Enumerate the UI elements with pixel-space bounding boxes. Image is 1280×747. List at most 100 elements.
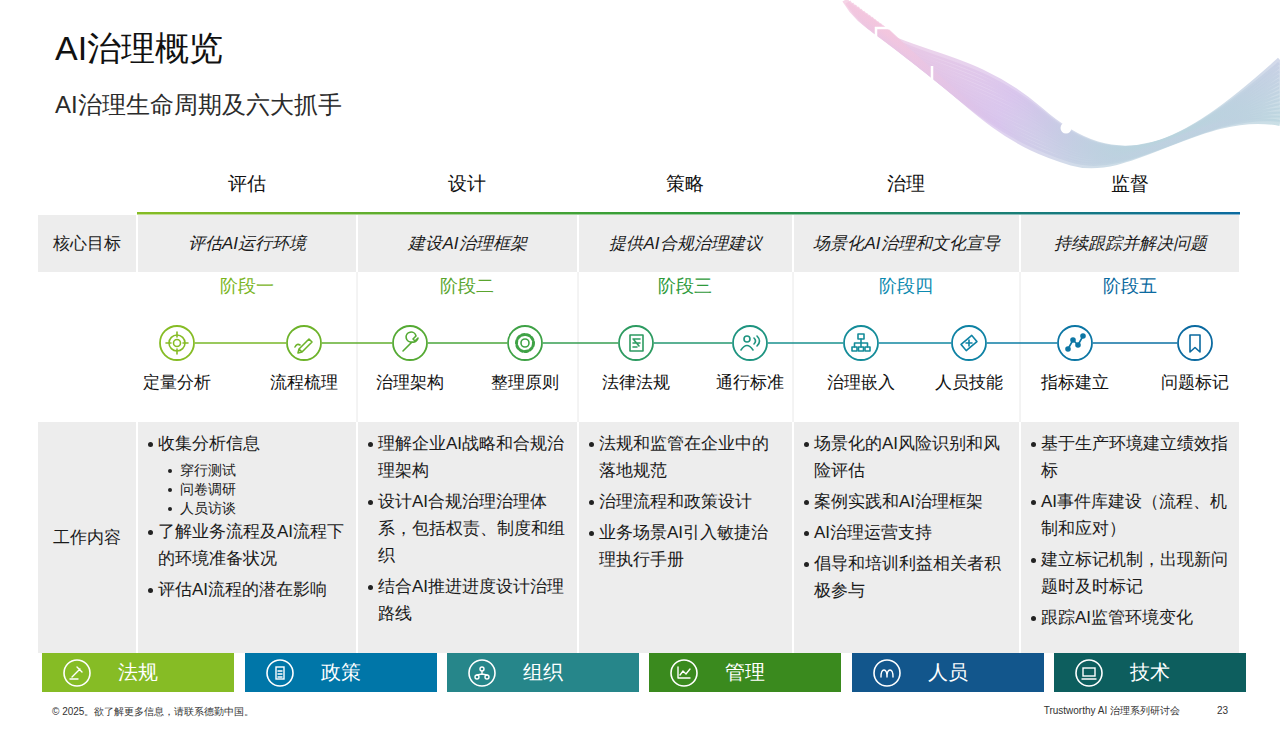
pillar-bar: 技术 xyxy=(1054,653,1246,692)
swirl-stroke xyxy=(873,21,1280,156)
bullet-dot xyxy=(804,500,809,505)
bullet-dot xyxy=(1031,616,1036,621)
row-header-cell: 核心目标 xyxy=(38,215,136,272)
bullet-row: 法规和监管在企业中的落地规范 xyxy=(589,430,784,484)
bullet-text: 基于生产环境建立绩效指标 xyxy=(1041,430,1231,484)
bullet-row: AI治理运营支持 xyxy=(804,519,1011,546)
bullet-row: 评估AI流程的潜在影响 xyxy=(148,576,348,603)
row-header: 核心目标 xyxy=(53,232,121,255)
bullet-text: AI事件库建设（流程、机制和应对） xyxy=(1041,488,1231,542)
icon-circle xyxy=(951,325,987,361)
milestone-circle: 法律法规 xyxy=(580,325,692,394)
icon-circle xyxy=(286,325,322,361)
milestone-label: 流程梳理 xyxy=(270,372,338,394)
swirl-stroke xyxy=(865,15,1280,153)
icon-circle xyxy=(732,325,768,361)
milestone-label: 整理原则 xyxy=(491,372,559,394)
work-content-cell: 基于生产环境建立绩效指标AI事件库建设（流程、机制和应对）建立标记机制，出现新问… xyxy=(1021,422,1239,653)
swirl-stroke xyxy=(884,29,1280,163)
bullet-text: 跟踪AI监管环境变化 xyxy=(1041,604,1193,631)
pillar-icon xyxy=(467,658,497,688)
work-content-cell: 法规和监管在企业中的落地规范治理流程和政策设计业务场景AI引入敏捷治理执行手册 xyxy=(579,422,792,653)
timeline-connector xyxy=(987,342,1057,344)
milestone-label: 定量分析 xyxy=(143,372,211,394)
timeline-connector xyxy=(1093,342,1177,344)
swirl-stroke xyxy=(862,13,1280,152)
milestone-circle: 治理架构 xyxy=(354,325,466,394)
bullet-row: 倡导和培训利益相关者积极参与 xyxy=(804,550,1011,604)
bullet-dot xyxy=(368,442,373,447)
pillar-name: 技术 xyxy=(1130,659,1170,686)
bullet-text: 建立标记机制，出现新问题时及时标记 xyxy=(1041,546,1231,600)
white-dot xyxy=(1156,71,1167,82)
row-header: 工作内容 xyxy=(53,526,121,549)
bullet-row: AI事件库建设（流程、机制和应对） xyxy=(1031,488,1231,542)
column-separator xyxy=(793,272,794,422)
column-separator xyxy=(578,272,579,422)
white-dot xyxy=(1127,70,1138,81)
pillar-bar: 法规 xyxy=(42,653,234,692)
column-header: 监督 xyxy=(1111,174,1149,193)
milestone-label: 问题标记 xyxy=(1161,372,1229,394)
milestone-circle: 通行标准 xyxy=(694,325,806,394)
bullet-row: 业务场景AI引入敏捷治理执行手册 xyxy=(589,519,784,573)
milestone-circle: 整理原则 xyxy=(469,325,581,394)
icon-circle xyxy=(392,325,428,361)
bullet-text: 理解企业AI战略和合规治理架构 xyxy=(378,430,569,484)
work-content-cell: 收集分析信息穿行测试问卷调研人员访谈了解业务流程及AI流程下的环境准备状况评估A… xyxy=(138,422,356,653)
pillar-icon xyxy=(669,658,699,688)
icon-circle xyxy=(507,325,543,361)
corner-brackets xyxy=(876,28,932,84)
white-dot xyxy=(1123,98,1134,109)
core-goal: 持续跟踪并解决问题 xyxy=(1054,232,1207,255)
bullet-row: 建立标记机制，出现新问题时及时标记 xyxy=(1031,546,1231,600)
bullet-dot xyxy=(168,507,172,511)
core-goal: 场景化AI治理和文化宣导 xyxy=(813,232,999,255)
dot-grid xyxy=(1061,43,1200,137)
milestone-label: 法律法规 xyxy=(602,372,670,394)
bullet-dot xyxy=(589,531,594,536)
pillar-icon xyxy=(265,658,295,688)
core-goal: 提供AI合规治理建议 xyxy=(609,232,761,255)
bullet-text: 了解业务流程及AI流程下的环境准备状况 xyxy=(158,518,348,572)
milestone-circle: 流程梳理 xyxy=(248,325,360,394)
work-content-cell: 理解企业AI战略和合规治理架构设计AI合规治理治理体系，包括权责、制度和组织结合… xyxy=(358,422,577,653)
bullet-row: 结合AI推进进度设计治理路线 xyxy=(368,573,569,627)
white-dot xyxy=(1069,67,1080,78)
slide-title: AI治理概览 xyxy=(55,26,223,72)
bullet-text: 业务场景AI引入敏捷治理执行手册 xyxy=(599,519,784,573)
sub-bullet-text: 穿行测试 xyxy=(180,461,236,480)
white-dot xyxy=(1094,96,1105,107)
white-dot xyxy=(1061,123,1072,134)
bullet-row: 跟踪AI监管环境变化 xyxy=(1031,604,1231,631)
goal-cell: 建设AI治理框架 xyxy=(358,215,577,272)
bullet-text: 设计AI合规治理治理体系，包括权责、制度和组织 xyxy=(378,488,569,569)
pillar-name: 管理 xyxy=(725,659,765,686)
bullet-text: 结合AI推进进度设计治理路线 xyxy=(378,573,569,627)
bullet-dot xyxy=(804,562,809,567)
footer-note: © 2025。欲了解更多信息，请联系德勤中国。 xyxy=(52,707,254,717)
bullet-text: 场景化的AI风险识别和风险评估 xyxy=(814,430,1011,484)
timeline-connector xyxy=(543,342,618,344)
footer-event: Trustworthy AI 治理系列研讨会 xyxy=(1044,706,1180,716)
stage-label: 阶段五 xyxy=(1103,277,1157,295)
white-dot xyxy=(1160,43,1171,54)
stage-label: 阶段三 xyxy=(658,277,712,295)
timeline-connector xyxy=(195,342,286,344)
white-dot xyxy=(1065,95,1076,106)
stage-label: 阶段四 xyxy=(879,277,933,295)
bullet-text: 评估AI流程的潜在影响 xyxy=(158,576,327,603)
column-separator xyxy=(357,272,358,422)
bullet-dot xyxy=(589,442,594,447)
bullet-dot xyxy=(804,442,809,447)
swirl-illustration xyxy=(845,0,1280,165)
bullet-dot xyxy=(368,500,373,505)
subtitle: AI治理生命周期及六大抓手 xyxy=(55,93,342,117)
column-header: 策略 xyxy=(666,174,704,193)
core-goal: 评估AI运行环境 xyxy=(188,232,306,255)
bullet-dot xyxy=(148,442,153,447)
bullet-text: 案例实践和AI治理框架 xyxy=(814,488,983,515)
timeline-connector xyxy=(654,342,732,344)
milestone-label: 通行标准 xyxy=(716,372,784,394)
